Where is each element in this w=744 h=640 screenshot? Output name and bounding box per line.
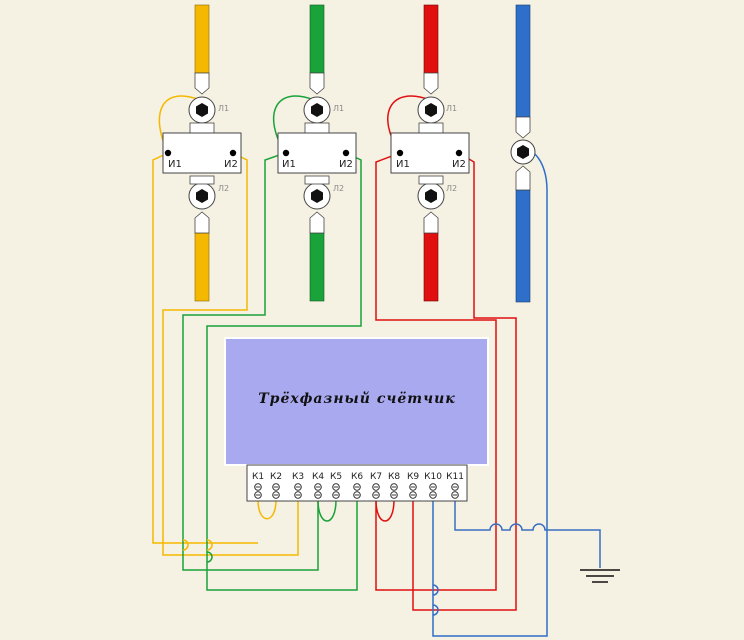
hump-yellow-1 bbox=[182, 539, 189, 551]
transformer-b-i2: И2 bbox=[339, 159, 353, 170]
wire-ground bbox=[454, 500, 601, 568]
conductor-b bbox=[303, 4, 331, 302]
transformer-c-l1: Л1 bbox=[446, 104, 457, 113]
conductor-c bbox=[417, 4, 445, 302]
terminal-label-4: К4 bbox=[312, 472, 324, 482]
transformer-b: И1 И2 Л1 Л2 bbox=[277, 104, 357, 193]
transformer-b-l1: Л1 bbox=[333, 104, 344, 113]
hump-yellow-2 bbox=[206, 539, 213, 551]
terminal-label-2: К2 bbox=[270, 472, 282, 482]
wire-a-i1 bbox=[152, 152, 258, 544]
wire-a-i2 bbox=[162, 152, 299, 556]
transformer-c: И1 И2 Л1 Л2 bbox=[390, 104, 470, 193]
transformer-a-l2: Л2 bbox=[218, 184, 229, 193]
transformer-a-i2: И2 bbox=[224, 159, 238, 170]
jumper-k7-k8 bbox=[375, 499, 395, 522]
transformer-c-i2: И2 bbox=[452, 159, 466, 170]
bolt-icon bbox=[517, 145, 529, 159]
transformer-c-i1: И1 bbox=[396, 159, 410, 170]
terminal-label-5: К5 bbox=[330, 472, 342, 482]
conductor-a bbox=[188, 4, 216, 302]
wire-b-i1 bbox=[182, 152, 319, 571]
wire-c-i1 bbox=[375, 152, 497, 591]
transformer-c-l2: Л2 bbox=[446, 184, 457, 193]
terminal-label-7: К7 bbox=[370, 472, 382, 482]
hump-blue-2 bbox=[432, 604, 439, 616]
terminal-label-1: К1 bbox=[252, 472, 264, 482]
ground-icon bbox=[580, 569, 620, 583]
wire-c-i2 bbox=[412, 152, 517, 611]
hump-blue-1 bbox=[432, 584, 439, 596]
wires bbox=[152, 95, 601, 637]
terminal-label-9: К9 bbox=[407, 472, 419, 482]
wire-b-i2 bbox=[206, 152, 362, 591]
conductor-n bbox=[510, 4, 536, 303]
meter-title: Трёхфазный счётчик bbox=[258, 390, 456, 407]
terminal-list: К1 К2 К3 К4 К5 К6 К7 К8 К9 К10 К11 bbox=[252, 472, 464, 499]
wire-n bbox=[432, 149, 548, 637]
terminal-label-10: К10 bbox=[424, 472, 442, 482]
hump-green-1 bbox=[206, 551, 213, 563]
meter: Трёхфазный счётчик К1 К2 К3 К4 К5 К6 К7 К8 К9 К10… bbox=[224, 337, 489, 502]
terminal-label-8: К8 bbox=[388, 472, 400, 482]
transformer-a: И1 И2 Л1 Л2 bbox=[162, 104, 242, 193]
jumper-k1-k2 bbox=[257, 499, 277, 520]
transformer-b-l2: Л2 bbox=[333, 184, 344, 193]
transformer-a-i1: И1 bbox=[168, 159, 182, 170]
terminal-label-3: К3 bbox=[292, 472, 304, 482]
terminal-label-11: К11 bbox=[446, 472, 464, 482]
transformer-a-l1: Л1 bbox=[218, 104, 229, 113]
jumper-k4-k5 bbox=[317, 499, 337, 522]
terminal-label-6: К6 bbox=[351, 472, 363, 482]
transformer-b-i1: И1 bbox=[282, 159, 296, 170]
